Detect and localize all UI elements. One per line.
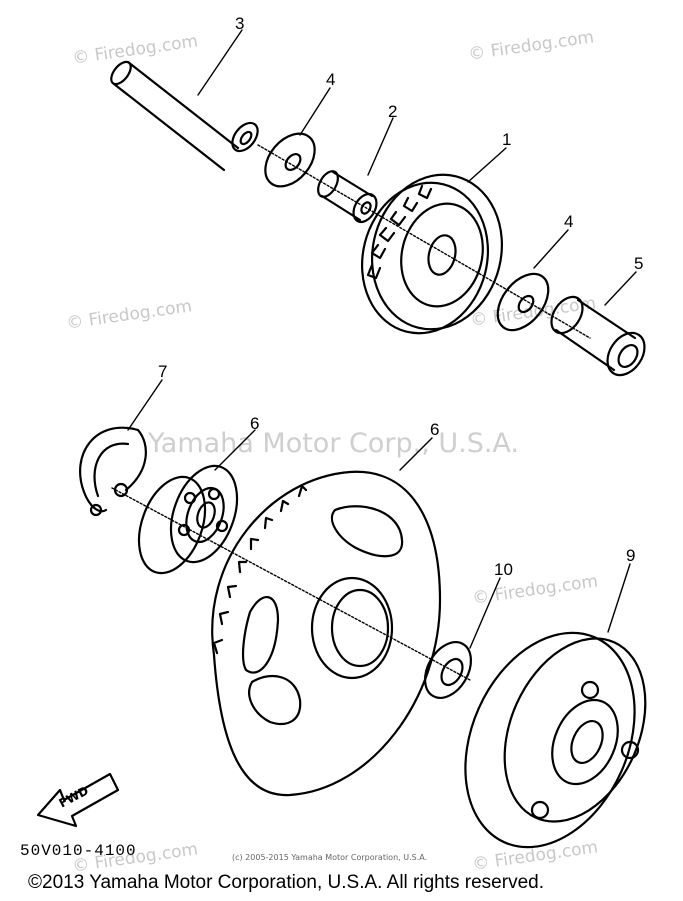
part-8-circlip [79,426,147,517]
part-code: 50V010-4100 [20,842,137,860]
fwd-arrow [36,772,120,828]
part-10-washer [423,641,473,699]
callout-7: 6 [250,414,260,433]
callout-2: 2 [388,102,398,121]
part-9-clutch [464,631,647,849]
part-4-washer-upper [264,132,316,188]
callout-9: 9 [626,546,636,565]
callout-4-lower: 4 [564,212,574,231]
part-2-spacer [317,170,378,224]
footer-copyright: ©2013 Yamaha Motor Corporation, U.S.A. A… [28,872,544,893]
leader-lines [111,29,637,681]
part-4-washer-lower [496,272,550,332]
callout-8: 7 [158,362,168,381]
callout-3: 3 [235,14,245,33]
part-5-collar [550,295,646,377]
part-1-gear [360,173,504,335]
callout-1: 1 [502,130,512,149]
callout-5: 5 [634,254,644,273]
part-3-pin [110,60,259,172]
callout-10: 10 [494,560,513,579]
part-6-gear [211,470,442,797]
watermark-company: Yamaha Motor Corp., U.S.A. [148,428,520,459]
small-copyright: (c) 2005-2015 Yamaha Motor Corporation, … [232,853,428,862]
callout-six: 66 [430,420,440,439]
callout-4-upper: 4 [326,70,336,89]
part-7-bearing [137,464,239,575]
